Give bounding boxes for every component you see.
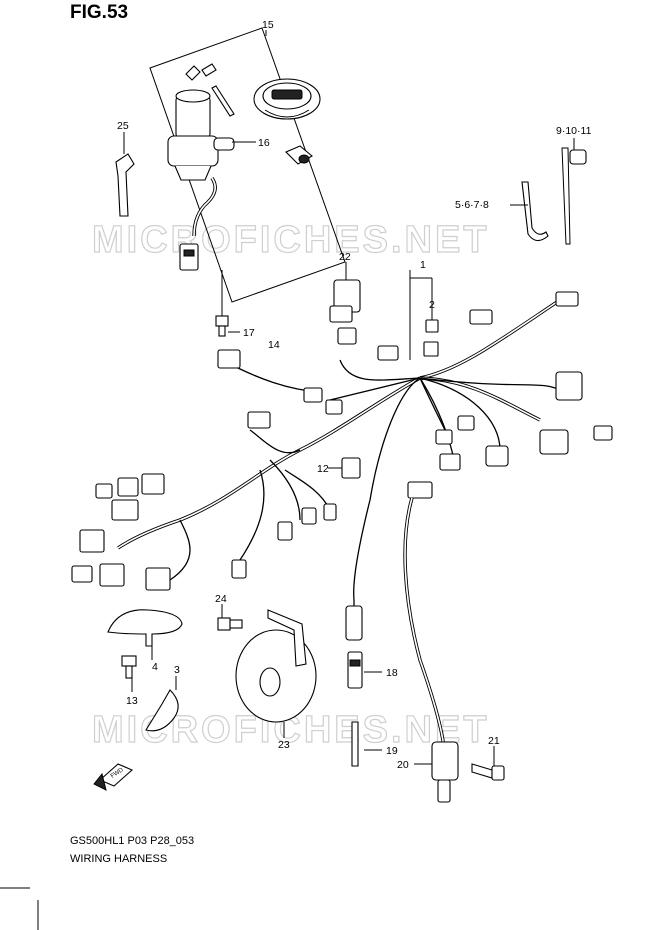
side-stand-switch	[403, 497, 505, 803]
clamp-and-band	[510, 138, 587, 245]
watermark-top: MICROFICHES.NET	[92, 219, 490, 261]
figure-name: WIRING HARNESS	[70, 853, 168, 865]
callout-2: 2	[429, 299, 435, 311]
ignition-switch-kit	[149, 27, 346, 303]
main-harness	[71, 270, 613, 601]
figure-title: FIG.53	[70, 2, 129, 23]
callout-9-10-11: 9·10·11	[556, 125, 592, 137]
horn	[235, 609, 317, 738]
callout-20: 20	[397, 759, 409, 771]
callout-21: 21	[488, 735, 500, 747]
callout-18: 18	[386, 667, 398, 679]
callout-1: 1	[420, 259, 426, 271]
callout-22: 22	[339, 251, 351, 263]
neutral-switch	[345, 600, 382, 767]
callout-24: 24	[215, 593, 227, 605]
fwd-arrow-icon: FWD	[93, 763, 134, 791]
bolt-13-clamp-3	[121, 655, 179, 732]
callout-19: 19	[386, 745, 398, 757]
callout-16: 16	[258, 137, 270, 149]
callout-13: 13	[126, 695, 138, 707]
figure-code: GS500HL1 P03 P28_053	[70, 835, 195, 847]
bolt-24	[217, 604, 243, 631]
callout-25: 25	[117, 120, 129, 132]
callout-3: 3	[174, 664, 180, 676]
callout-15: 15	[262, 19, 274, 31]
callout-4: 4	[152, 661, 158, 673]
clamp-4	[107, 609, 183, 660]
callout-12: 12	[317, 463, 329, 475]
bolt-17	[215, 270, 240, 337]
key-blank	[115, 132, 135, 217]
callout-17: 17	[243, 327, 255, 339]
callout-14: 14	[268, 339, 280, 351]
relay-connector	[329, 262, 361, 345]
callout-23: 23	[278, 739, 290, 751]
callout-5-6-7-8: 5·6·7·8	[455, 199, 489, 211]
